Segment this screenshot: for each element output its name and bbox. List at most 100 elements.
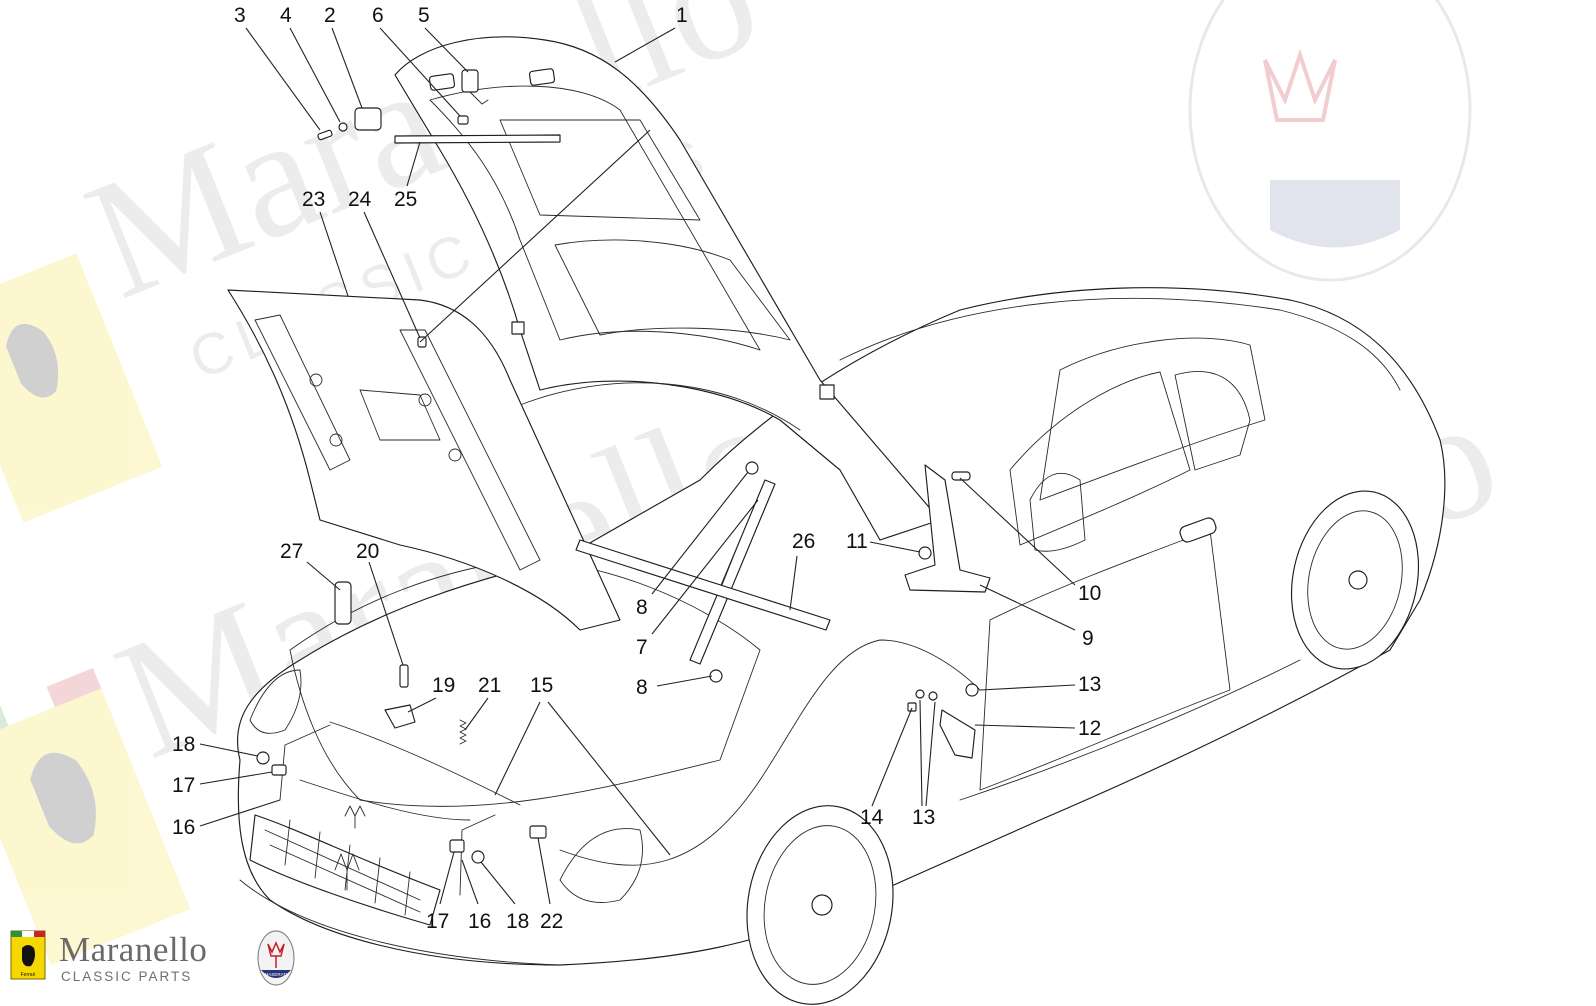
callout-18-left: 18 xyxy=(172,733,195,756)
bonnet-slot-1 xyxy=(428,73,456,91)
rear-window xyxy=(1039,337,1266,501)
leader-26 xyxy=(789,555,798,611)
leader-4 xyxy=(289,27,341,123)
release-cable-long-part-15 xyxy=(559,639,981,866)
seat-outline xyxy=(1029,472,1086,552)
bonnet-cross-brace xyxy=(519,382,801,431)
callout-10: 10 xyxy=(1078,582,1101,605)
clip-part-17-right xyxy=(449,839,465,853)
leader-14 xyxy=(871,707,913,807)
leader-5 xyxy=(424,27,469,73)
brand-logo: Ferrari Maranello CLASSIC PARTS MASERATI xyxy=(6,926,306,996)
clip-part-14 xyxy=(907,702,917,712)
latch-arm-part-5 xyxy=(469,91,489,105)
leader-27 xyxy=(306,561,341,591)
front-grille xyxy=(249,814,441,926)
insulation-hole-3 xyxy=(329,433,343,447)
leader-20 xyxy=(368,561,404,666)
roof-line xyxy=(839,297,1401,391)
callout-14: 14 xyxy=(860,806,884,829)
leader-24-ext xyxy=(419,129,651,343)
nut-part-11 xyxy=(918,546,932,560)
callout-26: 26 xyxy=(792,530,815,553)
screw-part-3 xyxy=(317,129,333,141)
leader-19 xyxy=(407,697,437,713)
leader-16b xyxy=(461,859,479,905)
leader-18b xyxy=(480,861,516,905)
leader-8b xyxy=(656,675,713,687)
leader-7 xyxy=(651,499,759,635)
car-body xyxy=(236,287,1446,1005)
spring-part-21 xyxy=(459,719,467,745)
callout-1: 1 xyxy=(676,4,688,27)
leader-21 xyxy=(464,697,489,731)
door-line xyxy=(979,529,1231,791)
callout-6: 6 xyxy=(372,4,384,27)
leader-15-b xyxy=(547,701,671,856)
latch-part-5 xyxy=(461,69,479,93)
callout-19: 19 xyxy=(432,674,455,697)
door-handle xyxy=(1179,517,1217,543)
callout-16-right: 16 xyxy=(468,910,491,933)
callout-11: 11 xyxy=(846,530,868,553)
leader-3 xyxy=(245,27,321,131)
grommet-part-18-left xyxy=(256,751,270,765)
callout-24: 24 xyxy=(348,188,372,211)
callout-7: 7 xyxy=(636,636,648,659)
leader-1 xyxy=(614,27,676,63)
bonnet-window-cutout xyxy=(554,239,791,341)
gas-strut-part-7 xyxy=(689,479,776,665)
leader-10 xyxy=(959,477,1076,586)
sensor-part-27 xyxy=(334,581,352,625)
bonnet-inner-frame xyxy=(429,85,761,351)
callout-13-lower: 13 xyxy=(912,806,935,829)
lower-rod-right-part-16 xyxy=(459,814,496,896)
bolt-part-10 xyxy=(951,471,971,481)
callout-9: 9 xyxy=(1082,627,1094,650)
leader-15-a xyxy=(494,701,541,796)
leader-16a xyxy=(199,799,281,827)
callout-22: 22 xyxy=(540,910,563,933)
side-window xyxy=(1009,371,1191,546)
leader-12 xyxy=(974,724,1076,729)
leader-24 xyxy=(363,211,421,339)
clip-part-24 xyxy=(417,336,427,348)
insulation-hole-2 xyxy=(448,448,462,462)
bonnet-outer xyxy=(394,36,941,541)
ferrari-badge-watermark-top xyxy=(0,253,163,523)
release-cable-part-15 xyxy=(329,721,521,806)
insulation-panel xyxy=(227,289,621,631)
callout-18-right: 18 xyxy=(506,910,529,933)
leader-9 xyxy=(979,584,1076,631)
leader-13a xyxy=(979,684,1076,691)
bonnet-lock-part-2 xyxy=(354,107,382,131)
callout-4: 4 xyxy=(280,4,292,27)
maserati-emblem-watermark xyxy=(1188,0,1472,282)
callout-23: 23 xyxy=(302,188,325,211)
callout-8-upper: 8 xyxy=(636,596,648,619)
bonnet-part-1 xyxy=(394,36,941,541)
leader-17b xyxy=(439,851,455,905)
leader-18a xyxy=(199,743,259,757)
ferrari-badge-icon: Ferrari xyxy=(10,930,46,980)
callout-5: 5 xyxy=(418,4,430,27)
leader-8a xyxy=(651,471,749,595)
hinge-part-9 xyxy=(904,464,991,593)
leader-25 xyxy=(406,141,421,187)
callout-17-right: 17 xyxy=(426,910,449,933)
nose-trident xyxy=(344,805,366,829)
leader-17a xyxy=(199,771,273,785)
bonnet-tab-right xyxy=(819,384,835,400)
leader-2 xyxy=(331,27,363,109)
maserati-emblem-icon: MASERATI xyxy=(257,930,295,986)
leader-23 xyxy=(319,211,349,297)
lower-rod-left-part-16 xyxy=(279,724,331,801)
bonnet-rib xyxy=(499,119,701,221)
brand-name: Maranello xyxy=(59,930,208,969)
headlight-right xyxy=(559,828,643,903)
prop-rod-part-25 xyxy=(394,134,561,144)
front-bumper xyxy=(239,879,561,966)
callout-12: 12 xyxy=(1078,717,1101,740)
callout-20: 20 xyxy=(356,540,379,563)
callout-15: 15 xyxy=(530,674,553,697)
